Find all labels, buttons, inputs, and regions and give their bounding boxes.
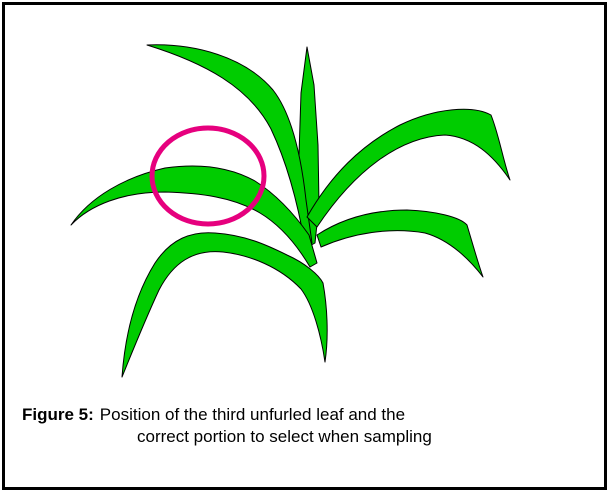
- caption-line-1: Position of the third unfurled leaf and …: [100, 405, 405, 424]
- right-lower-leaf: [317, 210, 483, 277]
- right-upper-leaf: [307, 109, 510, 227]
- lower-left-leaf: [122, 233, 327, 377]
- caption-line-2: correct portion to select when sampling: [22, 426, 432, 448]
- figure-label: Figure 5:: [22, 405, 94, 424]
- figure-caption: Figure 5: Position of the third unfurled …: [22, 404, 432, 448]
